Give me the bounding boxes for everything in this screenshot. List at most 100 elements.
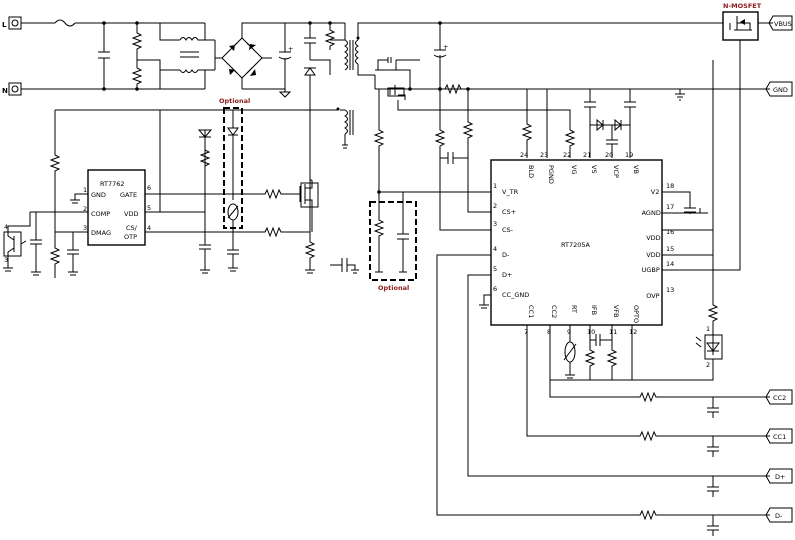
cc1-terminal xyxy=(765,428,793,444)
dmag-lower-resistor xyxy=(49,231,88,278)
ic2-pin-num-18: 18 xyxy=(666,182,674,190)
svg-text:2: 2 xyxy=(706,361,710,369)
ic2-pin-v2-18: V2 xyxy=(651,188,660,196)
ic1-gnd-wire xyxy=(70,193,88,204)
ic2-pin-num-23: 23 xyxy=(540,151,548,159)
optocoupler-transistor: 4 3 xyxy=(3,212,31,272)
y-capacitor xyxy=(330,258,359,274)
ic2-pin-num-17: 17 xyxy=(666,203,674,211)
cs-wire xyxy=(145,226,310,238)
ground-symbol-cs xyxy=(305,269,315,274)
ic2-pin-num-6: 6 xyxy=(493,285,497,293)
ground-symbol-2 xyxy=(342,144,348,149)
ic2-pin-num-10: 10 xyxy=(587,328,595,336)
vdd-cap xyxy=(199,212,211,274)
terminal-n-label: N xyxy=(2,87,8,95)
cc1-label: CC1 xyxy=(773,433,786,441)
ac-input-terminal-n xyxy=(8,82,22,96)
svg-text:DMAG: DMAG xyxy=(91,229,111,237)
divider-resistors xyxy=(434,87,491,231)
optional-box-bottom xyxy=(369,201,417,281)
dplus-line xyxy=(467,274,770,497)
bld-resistor xyxy=(521,89,533,158)
rt7205a-chip xyxy=(490,159,663,326)
rt-thermistor xyxy=(563,325,577,379)
ic2-pin-ovp-13: OVP xyxy=(646,292,659,300)
svg-text:OTP: OTP xyxy=(124,233,137,241)
optional-rc xyxy=(373,190,409,273)
ic2-pin-vs: VS xyxy=(590,165,598,174)
ifb-vfb-network xyxy=(584,325,633,380)
svg-text:3: 3 xyxy=(83,224,87,232)
ic2-pin-agnd-17: AGND xyxy=(642,209,661,217)
ic2-pin-num-15: 15 xyxy=(666,245,674,253)
ic2-pin-num-21: 21 xyxy=(583,151,591,159)
dplus-terminal xyxy=(765,468,793,484)
dminus-label: D- xyxy=(775,512,783,520)
svg-text:+: + xyxy=(443,43,448,51)
ic2-pin-num-3: 3 xyxy=(493,220,497,228)
ic2-pin-cc-gnd: CC_GND xyxy=(502,291,529,299)
svg-text:COMP: COMP xyxy=(91,210,110,218)
ic2-pin-pgnd: PGND xyxy=(547,165,555,184)
v-tr-wire xyxy=(373,89,491,193)
ic2-pin-num-11: 11 xyxy=(609,328,617,336)
ic2-pin-num-20: 20 xyxy=(605,151,613,159)
common-mode-choke xyxy=(159,23,205,89)
ic2-pin-vdd-16: VDD xyxy=(646,234,660,242)
ic2-pin-vfb: VFB xyxy=(612,305,620,318)
cc-gnd-symbol xyxy=(479,294,491,309)
ic2-pin-num-16: 16 xyxy=(666,228,674,236)
dminus-line xyxy=(436,254,770,536)
ic2-pin-cc2: CC2 xyxy=(550,305,558,318)
ic2-pin-vb: VB xyxy=(632,165,640,174)
cc1-line xyxy=(526,325,770,457)
ic2-pin-num-7: 7 xyxy=(524,328,528,336)
ic2-pin-num-14: 14 xyxy=(666,260,674,268)
ground-symbol-1 xyxy=(278,89,292,98)
ic2-pin-num-12: 12 xyxy=(629,328,637,336)
nmosfet-label: N-MOSFET xyxy=(723,2,762,10)
optocoupler-led: 1 2 xyxy=(695,325,723,369)
vg-wire xyxy=(397,100,571,130)
dplus-label: D+ xyxy=(775,473,785,481)
ic2-pin-d-: D+ xyxy=(502,271,512,279)
fuse-symbol xyxy=(54,19,76,27)
svg-text:+: + xyxy=(288,45,293,53)
flyback-transformer xyxy=(336,22,440,145)
ic2-pin-ifb: IFB xyxy=(590,305,598,315)
cc2-terminal xyxy=(765,389,793,405)
svg-text:GND: GND xyxy=(91,191,106,199)
ic2-pin-num-19: 19 xyxy=(625,151,633,159)
ovp-resistor xyxy=(707,295,719,335)
vbus-label: VBUS xyxy=(774,20,792,28)
ic2-pin-num-13: 13 xyxy=(666,286,674,294)
cc2-line xyxy=(549,325,770,418)
ground-symbol-3 xyxy=(675,89,685,101)
svg-text:CS/: CS/ xyxy=(126,224,138,232)
sr-mosfet xyxy=(374,57,470,100)
ic2-pin-cc1: CC1 xyxy=(527,305,535,318)
ic2-pin-num-22: 22 xyxy=(563,151,571,159)
ic2-pin-num-1: 1 xyxy=(493,182,497,190)
svg-text:5: 5 xyxy=(147,204,151,212)
ic2-pin-num-8: 8 xyxy=(547,328,551,336)
charge-pump-caps xyxy=(584,89,636,158)
svg-text:1: 1 xyxy=(83,186,87,194)
output-capacitor: + xyxy=(433,21,448,91)
ic2-pin-opto: OPTO xyxy=(632,305,640,323)
svg-text:GATE: GATE xyxy=(120,191,137,199)
cc2-label: CC2 xyxy=(773,394,786,402)
vdd-diode xyxy=(197,129,213,185)
otp-cap xyxy=(227,245,239,272)
x-capacitor xyxy=(98,21,110,91)
gate-wire xyxy=(145,188,300,200)
ic2-pin-cs-: CS+ xyxy=(502,208,516,216)
svg-text:6: 6 xyxy=(147,184,151,192)
svg-text:VDD: VDD xyxy=(124,210,138,218)
ic2-pin-v-tr: V_TR xyxy=(502,188,519,196)
svg-text:4: 4 xyxy=(147,224,151,232)
ic1-name: RT7762 xyxy=(100,180,125,188)
output-nmosfet xyxy=(722,11,759,41)
